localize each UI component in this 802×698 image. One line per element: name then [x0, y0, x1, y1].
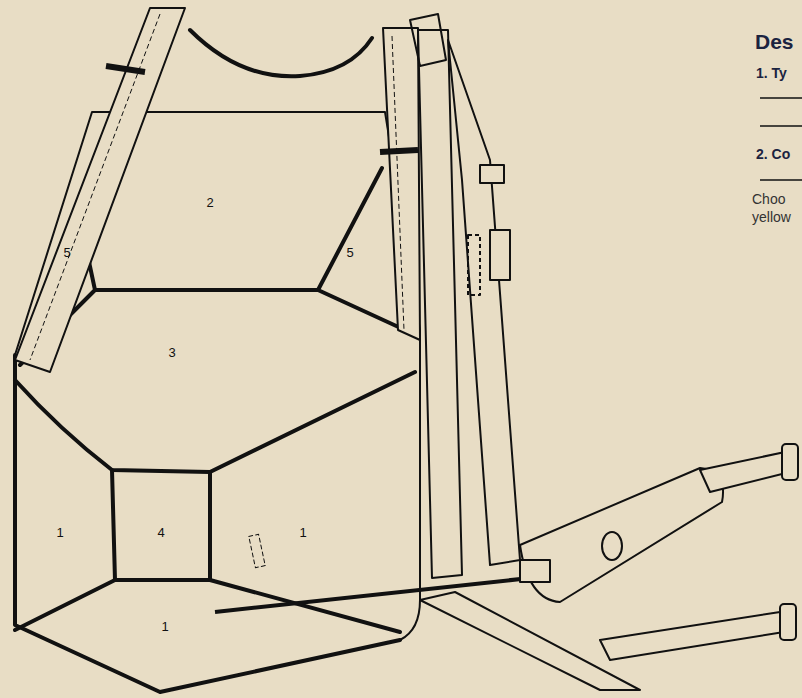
subheading: 2. Co	[756, 147, 790, 162]
stitching	[468, 235, 480, 295]
callout-number: 2	[206, 196, 213, 210]
pocket	[249, 534, 265, 567]
callout-number: 1	[56, 526, 63, 540]
callout-number: 5	[63, 246, 70, 260]
rule	[760, 97, 802, 99]
subheading: 1. Ty	[756, 66, 787, 81]
buckle	[520, 560, 550, 582]
left-strap	[15, 8, 185, 372]
harness	[215, 14, 798, 690]
panel-seam	[112, 470, 210, 580]
leg-strap	[700, 452, 790, 492]
ring	[410, 14, 446, 66]
strap-keeper	[380, 150, 418, 152]
right-strap	[383, 28, 420, 340]
stitching	[30, 14, 160, 360]
rule	[760, 179, 802, 181]
callout-number: 1	[299, 526, 306, 540]
hardware	[780, 604, 796, 640]
container-top	[190, 30, 372, 76]
callout-number: 4	[157, 526, 164, 540]
callout-number: 3	[168, 346, 175, 360]
grommet	[602, 532, 622, 560]
buckle	[480, 165, 504, 183]
form-rules	[760, 98, 802, 180]
handle-pocket	[490, 230, 510, 280]
container-edge	[15, 355, 400, 692]
leg-pad	[520, 468, 723, 602]
strap-keeper	[106, 66, 145, 72]
callout-number: 5	[346, 246, 353, 260]
leg-strap	[600, 612, 784, 660]
panel-seam	[15, 372, 415, 472]
riser	[448, 40, 520, 565]
body-text: Choo yellow	[752, 190, 796, 226]
panel-seam	[15, 580, 400, 632]
rule	[760, 125, 802, 127]
stitching	[392, 36, 404, 330]
shoulder-straps	[15, 8, 420, 372]
heading: Des	[755, 30, 794, 53]
hardware	[782, 444, 798, 480]
container	[15, 30, 420, 692]
callout-number: 1	[161, 620, 168, 634]
